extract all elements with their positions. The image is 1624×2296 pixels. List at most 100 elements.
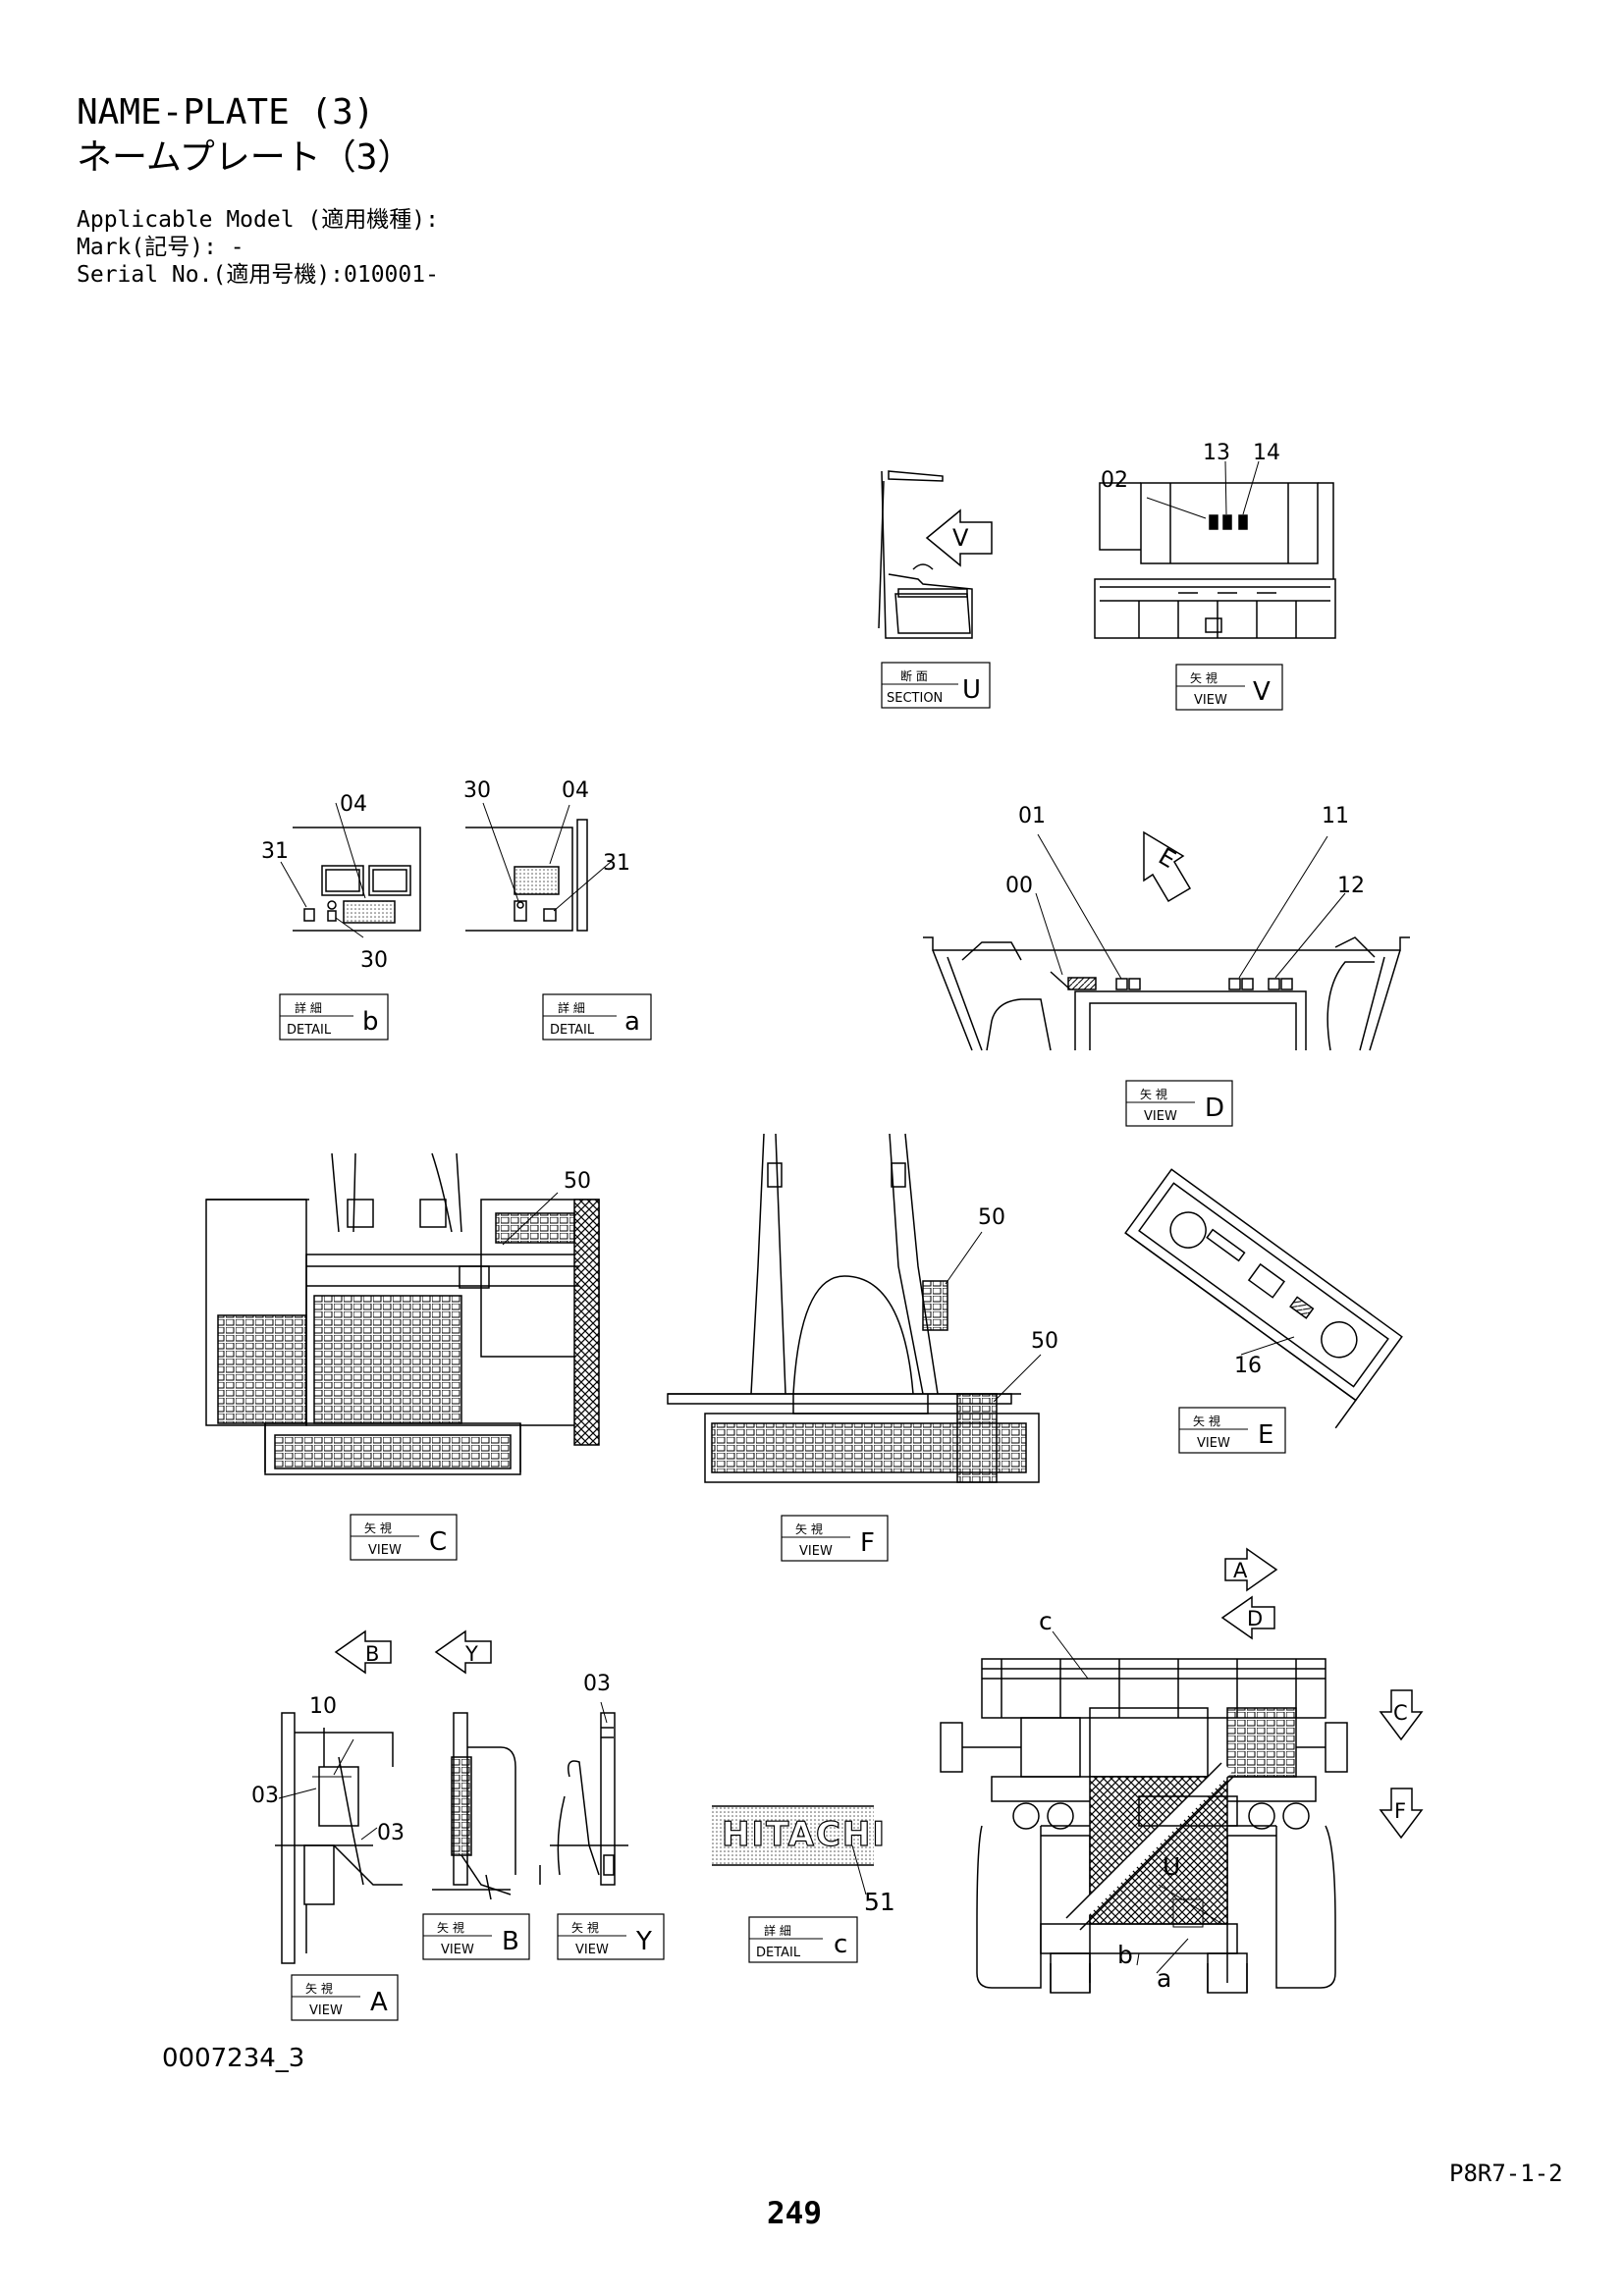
- view-d-en: VIEW: [1144, 1109, 1177, 1124]
- view-f-jp: 矢 視: [795, 1522, 823, 1536]
- view-f-en: VIEW: [799, 1544, 833, 1559]
- view-c-en: VIEW: [368, 1543, 402, 1558]
- detail-a-jp: 詳 細: [558, 1000, 585, 1015]
- view-v-drawing: [1094, 460, 1336, 639]
- callout-51-detail-c: 51: [864, 1888, 895, 1916]
- callout-31-detail-b: 31: [261, 839, 289, 864]
- view-a-letter: A: [370, 1988, 388, 2017]
- hitachi-plate-logo: HITACHI: [722, 1815, 887, 1854]
- document-number: 0007234_3: [162, 2044, 305, 2073]
- arrow-b-letter: B: [365, 1642, 379, 1666]
- detail-b-en: DETAIL: [287, 1023, 332, 1038]
- view-d-drawing: [923, 833, 1410, 1051]
- mark-line: Mark(記号): -: [77, 235, 244, 260]
- arrow-a: [1224, 1547, 1278, 1592]
- page-number: 249: [767, 2196, 822, 2231]
- view-f-drawing: [667, 1133, 1042, 1483]
- view-e-drawing: [1124, 1168, 1403, 1429]
- detail-c-drawing: [712, 1805, 874, 1896]
- section-u-jp: 断 面: [900, 668, 928, 683]
- callout-30-detail-a: 30: [463, 778, 491, 803]
- view-v-en: VIEW: [1194, 693, 1227, 708]
- arrow-b: [334, 1629, 392, 1675]
- callout-b-overall: b: [1117, 1941, 1133, 1969]
- view-d-letter: D: [1205, 1094, 1224, 1123]
- callout-03-view-a-right: 03: [377, 1821, 405, 1845]
- title-jp: ネームプレート（3）: [77, 137, 413, 178]
- overall-machine-drawing: [940, 1630, 1348, 1994]
- arrow-d-letter: D: [1247, 1607, 1263, 1630]
- view-b-drawing: [432, 1712, 516, 1900]
- callout-50-view-f-lower: 50: [1031, 1329, 1058, 1354]
- arrow-a-letter: A: [1233, 1559, 1248, 1582]
- view-y-drawing: [539, 1701, 628, 1886]
- view-a-en: VIEW: [309, 2003, 343, 2018]
- view-v-jp: 矢 視: [1190, 670, 1218, 685]
- callout-30-detail-b: 30: [360, 948, 388, 973]
- detail-a-drawing: [465, 802, 612, 932]
- callout-12-view-d: 12: [1337, 874, 1365, 898]
- arrow-e: [1143, 830, 1192, 903]
- view-e-letter: E: [1258, 1420, 1273, 1450]
- callout-04-detail-a: 04: [562, 778, 589, 803]
- arrow-v-letter: V: [952, 524, 969, 552]
- detail-c-jp: 詳 細: [764, 1923, 791, 1938]
- detail-c-letter: c: [834, 1930, 847, 1959]
- callout-16-view-e: 16: [1234, 1354, 1262, 1378]
- applicable-model: Applicable Model (適用機種):: [77, 207, 439, 233]
- detail-b-letter: b: [362, 1007, 379, 1037]
- view-y-en: VIEW: [575, 1943, 609, 1957]
- callout-50-view-c: 50: [564, 1169, 591, 1194]
- arrow-f-letter: F: [1394, 1799, 1406, 1823]
- section-u-drawing: [878, 470, 973, 639]
- callout-03-view-y: 03: [583, 1672, 611, 1696]
- view-d-jp: 矢 視: [1140, 1087, 1167, 1101]
- view-b-jp: 矢 視: [437, 1920, 464, 1935]
- section-u-en: SECTION: [887, 691, 943, 706]
- callout-a-overall: a: [1157, 1964, 1171, 1993]
- callout-00-view-d: 00: [1005, 874, 1033, 898]
- view-e-en: VIEW: [1197, 1436, 1230, 1451]
- callout-01-view-d: 01: [1018, 804, 1046, 828]
- callout-c-overall: c: [1039, 1607, 1053, 1635]
- view-y-jp: 矢 視: [571, 1920, 599, 1935]
- view-a-jp: 矢 視: [305, 1981, 333, 1996]
- section-u-letter: U: [962, 675, 981, 705]
- arrow-v: [925, 508, 993, 567]
- callout-03-view-a-left: 03: [251, 1784, 279, 1808]
- callout-04-detail-b: 04: [340, 792, 367, 817]
- view-y-letter: Y: [635, 1927, 652, 1956]
- detail-b-jp: 詳 細: [295, 1000, 322, 1015]
- view-v-letter: V: [1253, 677, 1271, 707]
- callout-10-view-a: 10: [309, 1694, 337, 1719]
- title-en: NAME-PLATE (3): [77, 92, 375, 133]
- callout-14-view-v: 14: [1253, 441, 1280, 465]
- arrow-c: [1379, 1689, 1424, 1741]
- view-a-drawing: [275, 1712, 403, 1964]
- view-c-jp: 矢 視: [364, 1521, 392, 1535]
- arrow-f: [1379, 1788, 1424, 1840]
- serial-line: Serial No.(適用号機):010001-: [77, 262, 439, 288]
- callout-50-view-f-upper: 50: [978, 1205, 1005, 1230]
- view-c-drawing: [205, 1152, 600, 1475]
- view-c-letter: C: [429, 1527, 447, 1557]
- arrow-y: [434, 1629, 492, 1675]
- arrow-d: [1220, 1595, 1275, 1640]
- detail-a-letter: a: [624, 1007, 640, 1037]
- detail-c-en: DETAIL: [756, 1946, 801, 1960]
- detail-a-en: DETAIL: [550, 1023, 595, 1038]
- callout-u-overall: U: [1163, 1852, 1180, 1881]
- callout-02-view-v: 02: [1101, 468, 1128, 493]
- callout-31-detail-a: 31: [603, 851, 630, 876]
- detail-b-drawing: [280, 802, 421, 938]
- view-b-letter: B: [502, 1927, 519, 1956]
- page-code: P8R7-1-2: [1449, 2160, 1563, 2187]
- arrow-c-letter: C: [1393, 1701, 1408, 1725]
- view-b-en: VIEW: [441, 1943, 474, 1957]
- callout-13-view-v: 13: [1203, 441, 1230, 465]
- arrow-y-letter: Y: [464, 1642, 478, 1666]
- callout-11-view-d: 11: [1322, 804, 1349, 828]
- view-f-letter: F: [860, 1528, 875, 1558]
- view-e-jp: 矢 視: [1193, 1414, 1220, 1428]
